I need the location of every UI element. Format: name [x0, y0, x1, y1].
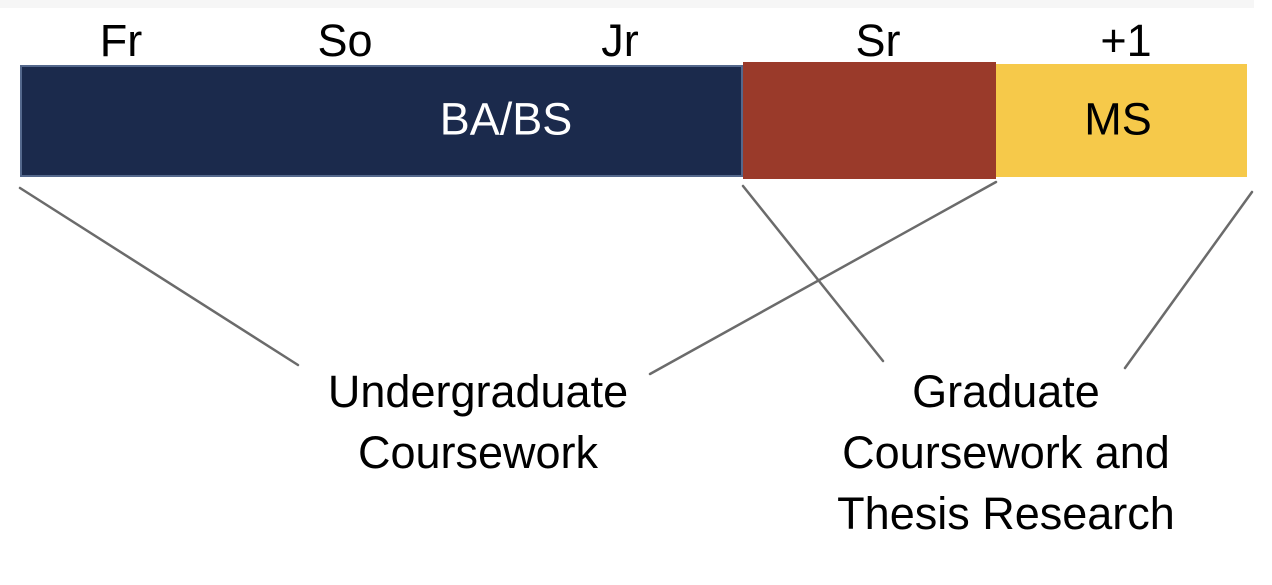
- undergrad-caption: Undergraduate Coursework: [328, 361, 628, 483]
- grad-caption-line1: Graduate: [912, 366, 1100, 417]
- connector-undergrad-left: [18, 186, 300, 367]
- top-edge-strip: [0, 0, 1254, 8]
- babs-label: BA/BS: [439, 93, 573, 145]
- undergrad-caption-line1: Undergraduate: [327, 366, 629, 417]
- segment-masters-ms: [996, 64, 1247, 177]
- undergrad-caption-line2: Coursework: [357, 427, 599, 478]
- grad-caption-line3: Thesis Research: [837, 488, 1175, 539]
- connector-grad-right: [1123, 190, 1254, 370]
- year-label-jr: Jr: [601, 15, 639, 66]
- year-label-plus1: +1: [1100, 15, 1152, 66]
- grad-caption-line2: Coursework and: [842, 427, 1170, 478]
- segment-undergraduate-babs: [20, 65, 743, 177]
- connector-grad-left: [741, 184, 885, 363]
- segment-senior-overlap: [743, 62, 996, 179]
- ms-label: MS: [1084, 93, 1152, 145]
- connector-undergrad-right: [648, 180, 998, 376]
- grad-caption: Graduate Coursework and Thesis Research: [837, 361, 1175, 544]
- year-label-sr: Sr: [855, 15, 901, 66]
- year-label-so: So: [317, 15, 373, 66]
- year-label-fr: Fr: [99, 15, 143, 66]
